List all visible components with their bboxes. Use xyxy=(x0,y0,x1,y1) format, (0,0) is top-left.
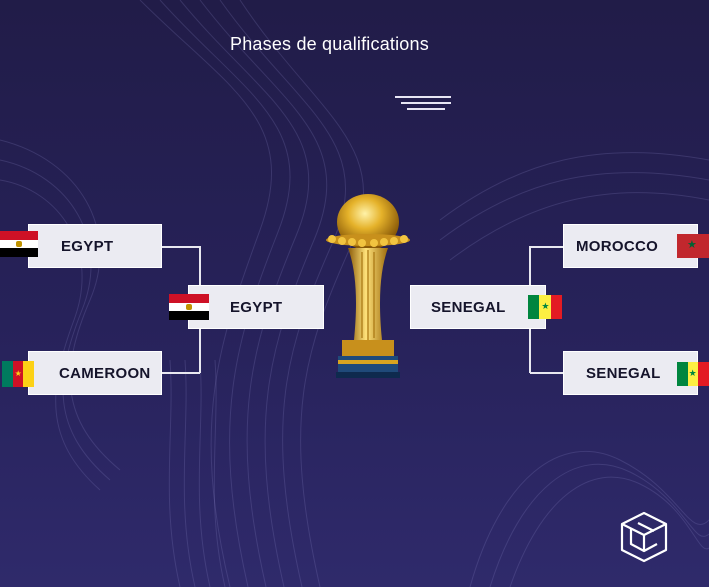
team-card-right-top[interactable]: MOROCCO xyxy=(563,224,698,268)
morocco-flag-icon: ★ xyxy=(677,234,709,258)
page-title: Phases de qualifications xyxy=(230,34,429,54)
senegal-flag-icon: ★ xyxy=(677,362,709,386)
trophy-icon xyxy=(326,194,410,378)
team-name: SENEGAL xyxy=(586,364,661,382)
egypt-flag-icon xyxy=(169,294,209,320)
team-card-left-top[interactable]: EGYPT xyxy=(28,224,162,268)
team-card-left-bottom[interactable]: CAMEROON xyxy=(28,351,162,395)
hamburger-menu-icon[interactable] xyxy=(395,94,451,116)
team-card-right-bottom[interactable]: SENEGAL xyxy=(563,351,698,395)
team-name: EGYPT xyxy=(230,298,283,316)
cube-logo-icon[interactable] xyxy=(618,510,670,564)
egypt-flag-icon xyxy=(0,231,38,257)
senegal-flag-icon: ★ xyxy=(528,295,562,319)
team-name: MOROCCO xyxy=(576,237,659,255)
team-name: EGYPT xyxy=(61,237,114,255)
team-name: SENEGAL xyxy=(431,298,506,316)
team-card-left-winner[interactable]: EGYPT xyxy=(188,285,324,329)
cameroon-flag-icon: ★ xyxy=(2,361,34,387)
team-name: CAMEROON xyxy=(59,364,151,382)
team-card-right-winner[interactable]: SENEGAL xyxy=(410,285,546,329)
